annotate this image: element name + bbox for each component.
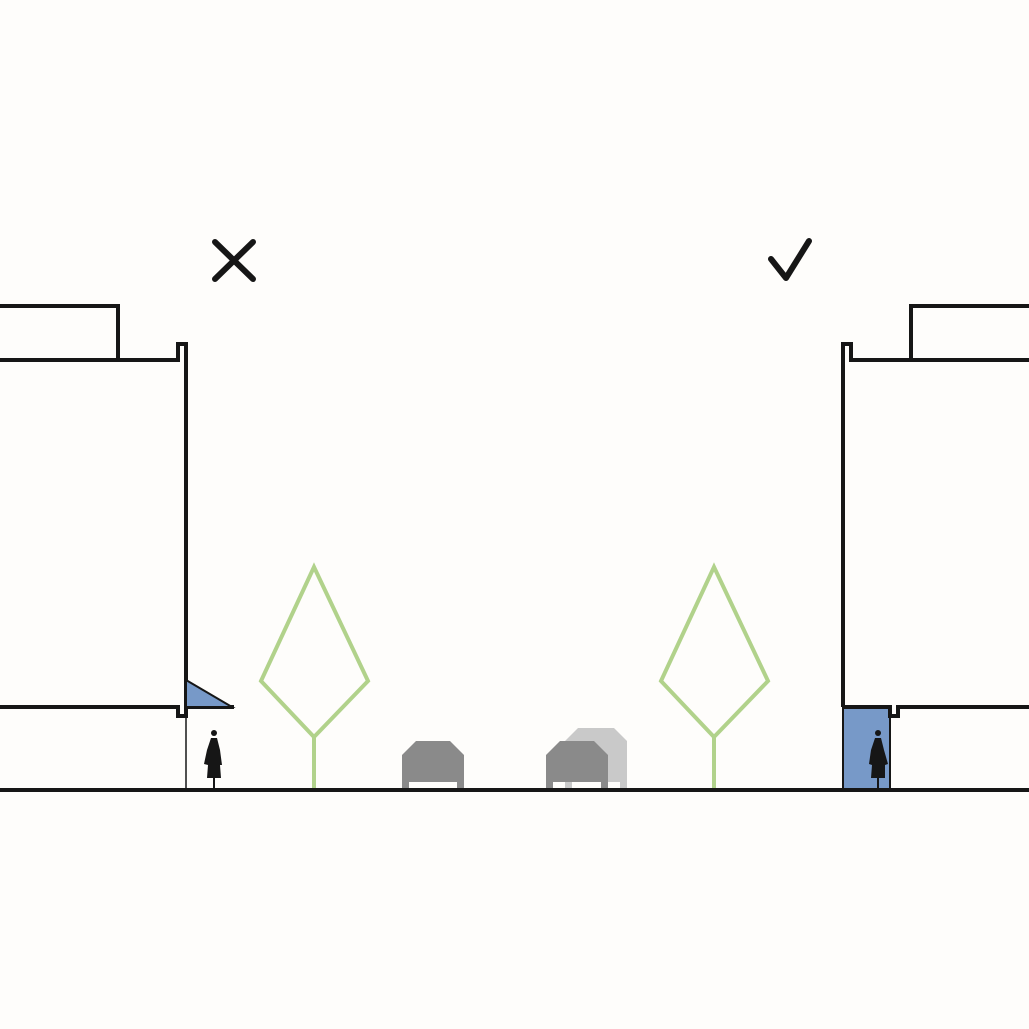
- right-building: [841, 304, 1029, 790]
- car-left: [402, 741, 464, 790]
- pedestrian-left-icon: [204, 730, 222, 789]
- check-icon: [768, 238, 812, 281]
- tree-left: [258, 562, 371, 790]
- awning: [185, 678, 236, 708]
- car-right: [546, 741, 608, 790]
- cross-icon: [212, 239, 256, 282]
- pedestrian-right-icon: [869, 730, 888, 789]
- tree-right: [658, 562, 771, 790]
